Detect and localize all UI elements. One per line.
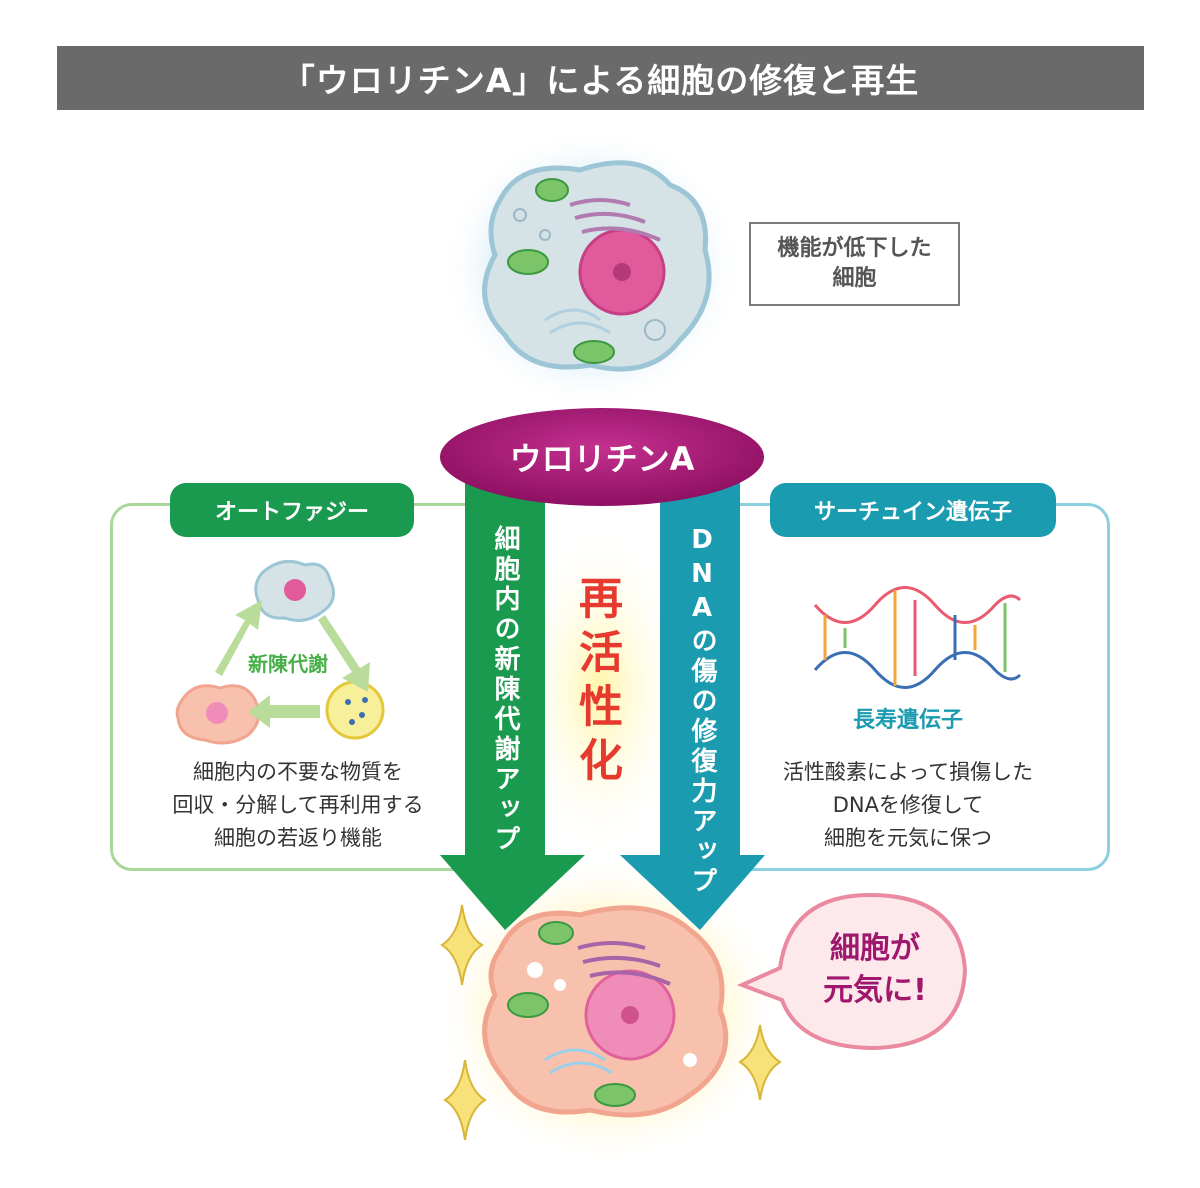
speech-bubble — [736, 892, 968, 1051]
urolithin-oval — [440, 408, 764, 506]
sirtuin-label: サーチュイン遺伝子 — [770, 483, 1056, 537]
sparkle-icon — [443, 1059, 487, 1141]
left-arrow-text: 細胞内の新陳代謝アップ — [490, 525, 520, 855]
speech-bubble-text: 細胞が 元気に! — [823, 931, 927, 1008]
autophagy-label-text: オートファジー — [214, 500, 369, 525]
urolithin-label: ウロリチンA — [440, 408, 764, 506]
sparkle-icon — [440, 904, 484, 986]
declined-cell-label-text: 機能が低下した 細胞 — [777, 236, 932, 291]
sirtuin-label-text: サーチュイン遺伝子 — [813, 500, 1012, 525]
declined-cell-label: 機能が低下した 細胞 — [749, 222, 960, 306]
title-bar: 「ウロリチンA」による細胞の修復と再生 — [57, 46, 1144, 110]
page-title: 「ウロリチンA」による細胞の修復と再生 — [281, 61, 920, 100]
revitalized-cell — [482, 905, 729, 1118]
metabolism-cycle-label: 新陳代謝 — [248, 652, 328, 676]
right-arrow-text: DNAの傷の修復力アップ — [687, 525, 717, 897]
sparkle-icon — [738, 1024, 782, 1101]
right-arrow — [620, 470, 765, 930]
declined-cell — [442, 128, 742, 408]
reactivation-text: 再活性化 — [571, 575, 622, 791]
left-arrow — [440, 470, 585, 930]
urolithin-label-text: ウロリチンA — [509, 440, 695, 478]
autophagy-label: オートファジー — [170, 483, 414, 537]
autophagy-cycle — [175, 559, 385, 745]
autophagy-description: 細胞内の不要な物質を 回収・分解して再利用する 細胞の若返り機能 — [172, 760, 424, 850]
longevity-gene-label: 長寿遺伝子 — [852, 708, 963, 733]
dna-helix-icon — [813, 586, 1022, 689]
sirtuin-description: 活性酸素によって損傷した DNAを修復して 細胞を元気に保つ — [782, 760, 1034, 850]
reactivation-glow — [510, 520, 690, 860]
